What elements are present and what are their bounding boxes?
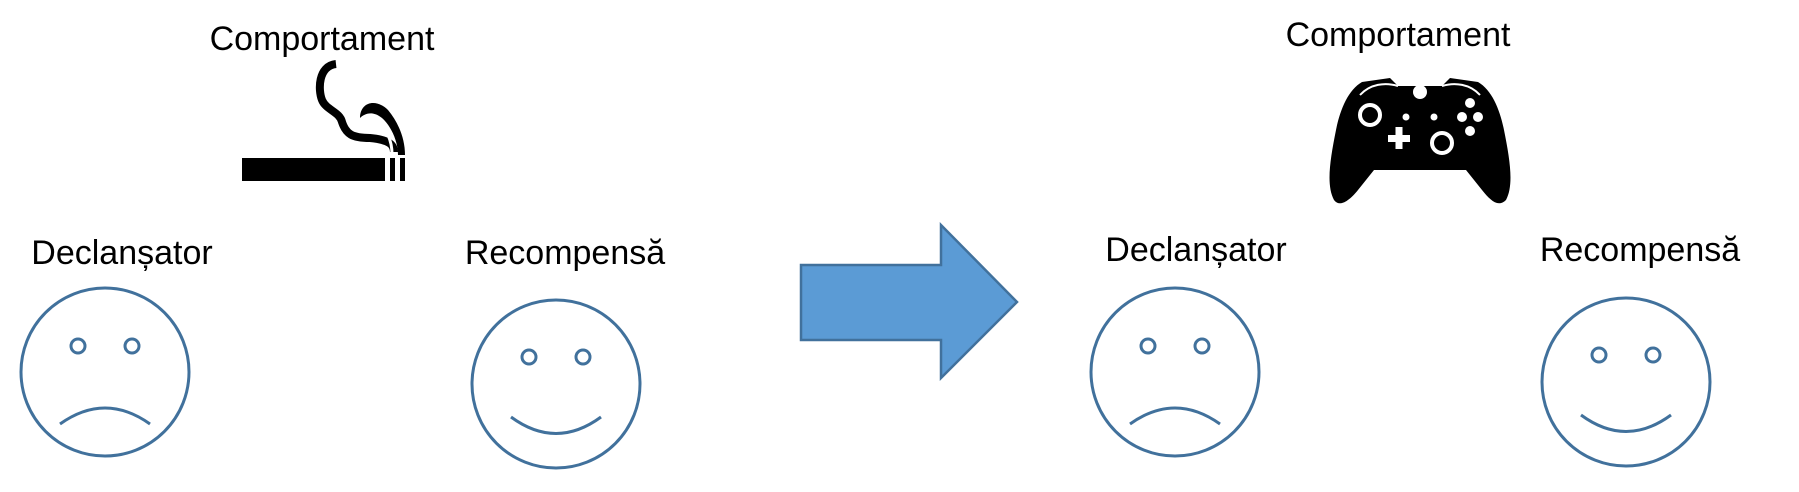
right-arrow <box>799 221 1019 382</box>
left-trigger-label: Declanșator <box>31 234 213 272</box>
happy-face-left <box>470 298 642 470</box>
cigarette-icon <box>242 60 405 181</box>
left-reward-label: Recompensă <box>464 234 666 272</box>
happy-face-right <box>1540 296 1712 468</box>
game-controller-icon <box>1329 78 1511 204</box>
right-trigger-label: Declanșator <box>1105 231 1287 269</box>
sad-face-right <box>1089 286 1261 458</box>
left-behavior-label: Comportament <box>209 20 435 58</box>
right-reward-label: Recompensă <box>1539 231 1741 269</box>
right-behavior-label: Comportament <box>1285 16 1511 54</box>
sad-face-left <box>19 286 191 458</box>
